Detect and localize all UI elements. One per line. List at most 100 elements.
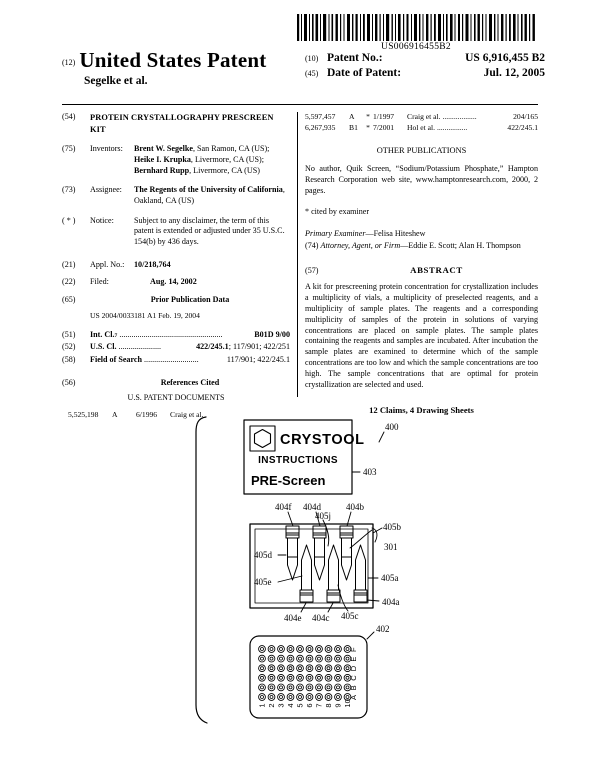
- plate-well[interactable]: [315, 654, 323, 663]
- citation-name: Hol et al. ................: [407, 123, 507, 133]
- citation-row: 6,267,935 B1 * 7/2001 Hol et al. .......…: [305, 123, 538, 133]
- plate-well[interactable]: [315, 645, 323, 653]
- plate-well[interactable]: [334, 654, 342, 663]
- patent-number-label: Patent No.:: [327, 52, 383, 64]
- plate-well[interactable]: [296, 654, 304, 663]
- plate-well-center: [260, 666, 264, 671]
- plate-well[interactable]: [305, 683, 314, 692]
- plate-well-center: [317, 647, 321, 651]
- ref-301: 301: [384, 542, 398, 552]
- plate-well[interactable]: [286, 683, 295, 692]
- plate-well[interactable]: [334, 683, 342, 692]
- plate-well[interactable]: [343, 645, 352, 653]
- attorney-value: —Eddie E. Scott; Alan H. Thompson: [400, 241, 521, 251]
- plate-well[interactable]: [343, 673, 352, 682]
- plate-well-center: [288, 647, 293, 651]
- field-code-10: (10): [305, 54, 319, 63]
- patent-date-row: (45) Date of Patent: Jul. 12, 2005: [305, 67, 545, 79]
- plate-well[interactable]: [277, 683, 285, 692]
- plate-well-center: [260, 695, 264, 699]
- plate-well[interactable]: [324, 693, 333, 701]
- patent-number-value: US 6,916,455 B2: [465, 52, 545, 64]
- prescreen-label: PRE-Screen: [251, 473, 325, 488]
- plate-well[interactable]: [343, 654, 352, 663]
- citation-author: Hol et al.: [407, 123, 436, 133]
- figure-svg: 400 403 404f 404d 404b 405j 405b 301 405…: [195, 416, 402, 724]
- plate-well[interactable]: [305, 645, 314, 653]
- plate-well[interactable]: [334, 673, 342, 682]
- plate-well[interactable]: [315, 673, 323, 682]
- plate-well-center: [317, 666, 321, 671]
- plate-well[interactable]: [258, 664, 266, 673]
- plate-well[interactable]: [315, 683, 323, 692]
- plate-col-label: 2: [267, 703, 276, 707]
- hexagon-icon: [253, 428, 272, 449]
- plate-well[interactable]: [286, 673, 295, 682]
- citation-name: Craig et al.: [170, 409, 204, 419]
- citation-kind: A: [112, 409, 118, 419]
- plate-well[interactable]: [324, 673, 333, 682]
- us-cl-leader: .....................: [118, 342, 162, 352]
- plate-well[interactable]: [343, 664, 352, 673]
- plate-well[interactable]: [258, 673, 266, 682]
- plate-well-center: [326, 685, 331, 690]
- citation-date: 1/1997: [373, 112, 395, 121]
- plate-well[interactable]: [286, 693, 295, 701]
- assignee-label: Assignee:: [90, 185, 122, 195]
- plate-well[interactable]: [324, 683, 333, 692]
- plate-well[interactable]: [258, 683, 266, 692]
- plate-well-center: [307, 666, 312, 671]
- inventors-field: (75) Inventors: Brent W. Segelke, San Ra…: [62, 144, 290, 176]
- plate-well[interactable]: [277, 654, 285, 663]
- citation-class: 204/165: [513, 112, 538, 121]
- plate-well[interactable]: [267, 673, 276, 682]
- plate-well[interactable]: [296, 673, 304, 682]
- plate-well[interactable]: [258, 693, 266, 701]
- patent-title-block: (12) United States Patent Segelke et al.: [62, 48, 292, 87]
- plate-well[interactable]: [267, 693, 276, 701]
- plate-well[interactable]: [334, 664, 342, 673]
- plate-well[interactable]: [267, 654, 276, 663]
- plate-well[interactable]: [277, 645, 285, 653]
- plate-well[interactable]: [305, 654, 314, 663]
- patent-number-row: (10) Patent No.: US 6,916,455 B2: [305, 52, 545, 64]
- plate-well[interactable]: [296, 664, 304, 673]
- plate-well[interactable]: [343, 693, 352, 701]
- plate-well[interactable]: [334, 693, 342, 701]
- plate-well[interactable]: [258, 645, 266, 653]
- plate-well[interactable]: [343, 683, 352, 692]
- ref-402: 402: [376, 624, 390, 634]
- plate-well[interactable]: [267, 683, 276, 692]
- plate-well[interactable]: [296, 693, 304, 701]
- plate-well[interactable]: [305, 693, 314, 701]
- plate-well[interactable]: [277, 693, 285, 701]
- plate-col-label: 3: [277, 703, 286, 707]
- plate-well[interactable]: [324, 664, 333, 673]
- plate-well[interactable]: [334, 645, 342, 653]
- invention-title: PROTEIN CRYSTALLOGRAPHY PRESCREEN KIT: [90, 113, 274, 134]
- plate-well[interactable]: [267, 645, 276, 653]
- figure-drawing: 400 403 404f 404d 404b 405j 405b 301 405…: [160, 400, 460, 760]
- plate-well[interactable]: [315, 693, 323, 701]
- plate-well[interactable]: [324, 654, 333, 663]
- plate-well[interactable]: [305, 673, 314, 682]
- plate-well[interactable]: [258, 654, 266, 663]
- plate-well[interactable]: [277, 673, 285, 682]
- inventor-1-loc: , San Ramon, CA (US);: [192, 144, 270, 154]
- plate-well[interactable]: [286, 654, 295, 663]
- plate-well-center: [298, 666, 302, 671]
- plate-well[interactable]: [315, 664, 323, 673]
- plate-well[interactable]: [296, 683, 304, 692]
- plate-well[interactable]: [324, 645, 333, 653]
- plate-well[interactable]: [277, 664, 285, 673]
- plate-well[interactable]: [267, 664, 276, 673]
- citation-number: 6,267,935: [305, 123, 336, 133]
- plate-well[interactable]: [296, 645, 304, 653]
- notice-field: ( * ) Notice: Subject to any disclaimer,…: [62, 216, 290, 248]
- prior-pub-field: (65) Prior Publication Data: [62, 295, 290, 306]
- plate-well-center: [336, 666, 340, 671]
- plate-well[interactable]: [286, 645, 295, 653]
- plate-well[interactable]: [286, 664, 295, 673]
- plate-well[interactable]: [305, 664, 314, 673]
